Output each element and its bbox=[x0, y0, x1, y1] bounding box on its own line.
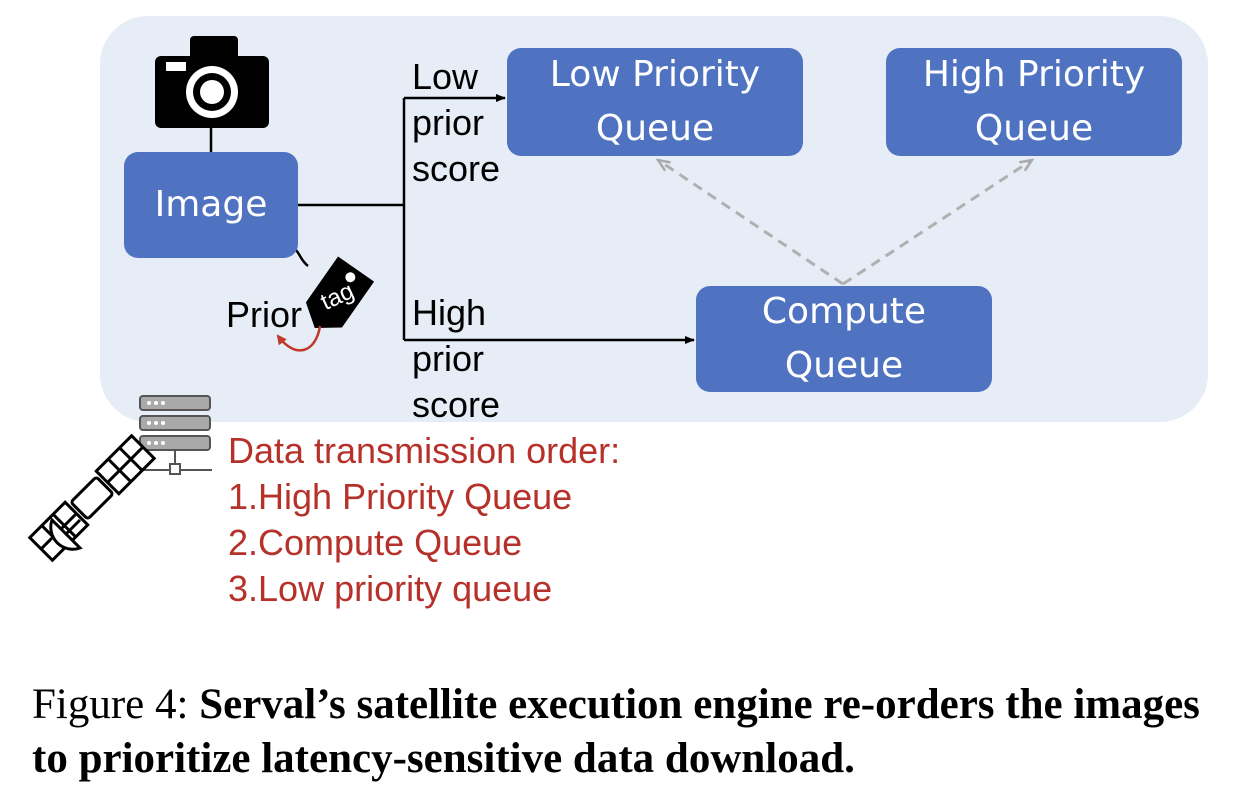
high-prior-score-label: High prior score bbox=[412, 290, 500, 428]
server-icon bbox=[139, 395, 212, 475]
compute-queue-line-2: Queue bbox=[784, 345, 904, 386]
high-label-line-1: High bbox=[412, 292, 487, 333]
transmission-order-heading: Data transmission order: bbox=[228, 430, 621, 471]
camera-icon bbox=[155, 36, 269, 128]
prior-curved-arrow bbox=[276, 325, 322, 352]
caption-text: Serval’s satellite execution engine re-o… bbox=[32, 681, 1200, 782]
low-label-line-3: score bbox=[412, 148, 501, 189]
low-label-line-2: prior bbox=[412, 102, 485, 143]
high-priority-queue-line-2: Queue bbox=[974, 108, 1094, 149]
low-prior-score-label: Low prior score bbox=[412, 54, 500, 192]
transmission-order-note: Data transmission order: 1.High Priority… bbox=[228, 428, 620, 612]
high-priority-queue-box: High Priority Queue bbox=[886, 48, 1182, 156]
high-priority-queue-line-1: High Priority bbox=[922, 54, 1146, 95]
high-label-line-3: score bbox=[412, 384, 501, 425]
prior-label: Prior bbox=[226, 294, 303, 335]
satellite-icon bbox=[27, 433, 157, 563]
low-label-line-1: Low bbox=[412, 56, 479, 97]
low-priority-queue-line-1: Low Priority bbox=[549, 54, 761, 95]
branch-lines bbox=[298, 94, 695, 344]
transmission-order-item: 1.High Priority Queue bbox=[228, 476, 573, 517]
low-priority-queue-line-2: Queue bbox=[595, 108, 715, 149]
high-label-line-2: prior bbox=[412, 338, 485, 379]
figure-caption: Figure 4: Serval’s satellite execution e… bbox=[32, 678, 1212, 786]
server-lights bbox=[147, 401, 165, 445]
transmission-order-item: 3.Low priority queue bbox=[228, 568, 553, 609]
low-priority-queue-box: Low Priority Queue bbox=[507, 48, 803, 156]
dashed-arrows bbox=[658, 160, 1032, 286]
compute-queue-box: Compute Queue bbox=[696, 286, 992, 392]
image-label: Image bbox=[154, 184, 268, 225]
transmission-order-item: 2.Compute Queue bbox=[228, 522, 523, 563]
image-box: Image bbox=[124, 152, 298, 258]
caption-prefix: Figure 4: bbox=[32, 681, 200, 728]
compute-queue-line-1: Compute bbox=[761, 291, 927, 332]
